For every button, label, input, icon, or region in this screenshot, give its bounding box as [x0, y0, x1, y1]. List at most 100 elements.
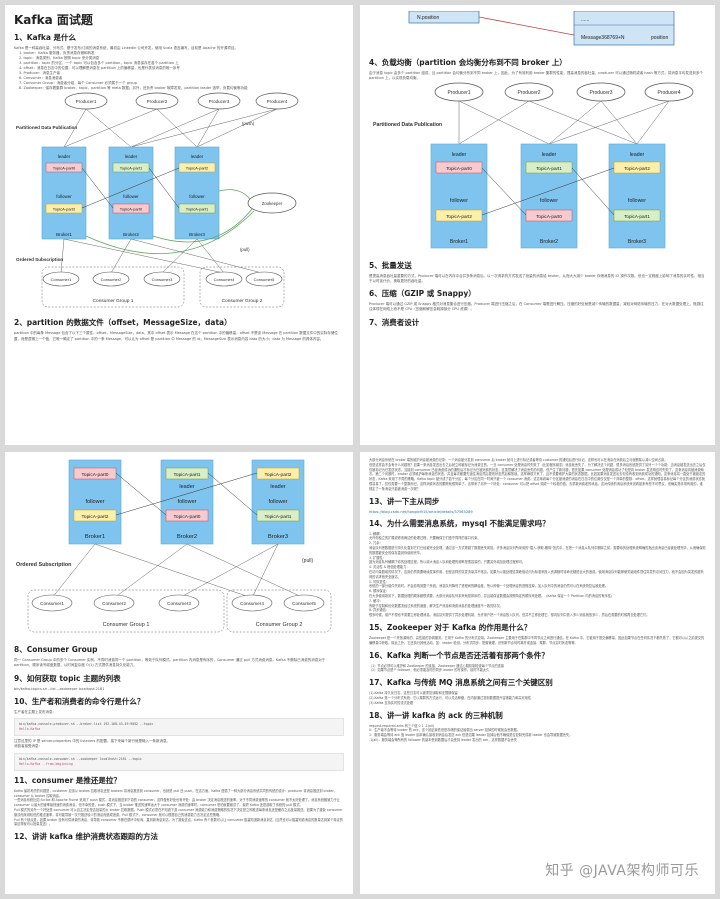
section-13-link[interactable]: https://blog.csdn.net/honglei915/article…: [369, 509, 473, 514]
svg-text:Consumer Group 2: Consumer Group 2: [256, 622, 303, 628]
list-item: 系统的一部分组件失效时，不会影响到整个系统。消息队列降低了进程间的耦合度，所以即…: [369, 584, 609, 589]
broker-2: leader TopicA-part1 follower TopicA-part…: [108, 146, 154, 240]
list-item: (3).Kafka 支持实时的流式处理: [369, 700, 414, 705]
list-item: 消息队列把数据进行持久化直到它们已经被完全处理，通过这一方式规避了数据丢失风险。…: [369, 545, 706, 555]
svg-text:TopicA-part0: TopicA-part0: [120, 207, 143, 212]
svg-text:follower: follower: [189, 194, 205, 199]
svg-text:follower: follower: [450, 198, 468, 204]
section-heading-18: 18、讲一讲 kafka 的 ack 的三种机制: [369, 710, 503, 720]
svg-text:TopicA-part0: TopicA-part0: [174, 514, 201, 520]
replication-arrows: [81, 168, 180, 209]
svg-text:leader: leader: [191, 154, 204, 159]
list-item: 在访问量剧增的情况下，应用仍然需要继续发挥作用，但是这样的突发流量并不常见。如果…: [369, 569, 704, 579]
list-item: 3. 扩展性：: [369, 555, 386, 560]
svg-text:Broker1: Broker1: [85, 534, 105, 540]
svg-text:TopicA-part2: TopicA-part2: [186, 166, 209, 171]
list-item: 在大多使用场景下，数据处理的顺序都很重要。大部分消息队列本来就是排序的，并且能保…: [369, 593, 615, 598]
ordered-label: Ordered Subscription: [16, 257, 63, 262]
svg-text:(pull): (pull): [302, 558, 313, 564]
list-item: （1）节点必须可以维护和 ZooKeeper 的连接，Zookeeper 通过心…: [369, 663, 504, 668]
list-item: 8. 异步通信：: [369, 608, 389, 613]
svg-text:TopicA-part1: TopicA-part1: [265, 514, 292, 520]
svg-text:Ordered Subscription: Ordered Subscription: [16, 562, 71, 568]
consumer-node: [92, 271, 130, 287]
group-label: Consumer Group 1: [93, 298, 134, 304]
list-item: 允许你独立的扩展或修改两边的处理过程，只要确保它们遵守同样的接口约束。: [369, 536, 481, 541]
list-item: 1. 解耦：: [369, 531, 383, 536]
section-1-intro: Kafka 是一种高吞吐量、分布式、基于发布/订阅的消息系统，最初由 Linke…: [14, 46, 238, 50]
consumer-node: [42, 271, 80, 287]
list-item: 0：生产者不会等待 broker 的 ack，这个延迟最低但是存储的保证最弱当 …: [369, 728, 520, 733]
list-item: 1：服务端会等待 ack 值 leader 副本确认接收到消息后发送 ack 但…: [369, 733, 573, 738]
svg-text:follower: follower: [86, 499, 105, 505]
list-item: 6. 顺序保证：: [369, 589, 389, 594]
list-item: 5. Producer：消息生产者: [19, 71, 60, 76]
svg-text:position: position: [651, 35, 668, 41]
section-heading-15: 15、Zookeeper 对于 Kafka 的作用是什么？: [369, 622, 532, 632]
producer-arrows: [63, 109, 278, 148]
svg-text:Broker3: Broker3: [189, 232, 205, 237]
list-item: (2).Kafka 是一个分布式系统：它以集群的方式运行，可以灵活伸缩，在内部通…: [369, 695, 532, 700]
push-label: (push): [242, 121, 255, 126]
svg-text:leader: leader: [542, 152, 557, 158]
pull-label: (pull): [240, 247, 250, 252]
section-9-command: bin/kafka-topics.sh --list --zookeeper l…: [14, 686, 105, 691]
list-item: 8. Zookeeper：保存着集群 broker、topic、partitio…: [19, 86, 248, 91]
section-10-intro: 生产者在主题上发布消息：: [14, 709, 56, 714]
section-heading-14: 14、为什么需要消息系统，mysql 不能满足需求吗？: [369, 518, 550, 528]
code-block-consumer: bin/kafka-console-consumer.sh --zookeepe…: [14, 752, 344, 771]
svg-text:TopicA-part1: TopicA-part1: [174, 472, 201, 478]
svg-text:follower: follower: [178, 499, 197, 505]
consumer-design-diagram: TopicA-part0 follower TopicA-part2 Broke…: [16, 459, 332, 633]
svg-text:TopicA-part0: TopicA-part0: [536, 214, 562, 219]
list-item: 1. broker：Kafka 服务器，负责消息存储和转发: [19, 51, 95, 56]
list-item: （2）如果节点是个 follower，他必须能及时的同步 leader 的写操作…: [369, 668, 490, 673]
svg-text:Broker3: Broker3: [268, 534, 288, 540]
zookeeper-connections: [85, 189, 255, 255]
svg-text:leader: leader: [452, 152, 467, 158]
section-18-text: request.required.acks 有三个值 0 1 -1(all): [369, 723, 434, 728]
consumer-node: [143, 271, 181, 287]
section-10-note: 注意这里的 IP 是 server.properties 中的 listener…: [14, 739, 170, 744]
svg-text:TopicA-part0: TopicA-part0: [53, 166, 76, 171]
svg-text:TopicA-part0: TopicA-part0: [82, 472, 109, 478]
svg-text:TopicA-part1: TopicA-part1: [536, 166, 562, 171]
watermark: 知乎 @JAVA架构师可乐: [545, 863, 699, 879]
section-11-text: Kafka 最初考虑的问题是，customer 应该从 brokes 拉取消息还…: [14, 788, 337, 798]
partitioned-label: Partitioned Data Publication: [16, 125, 77, 130]
svg-text:follower: follower: [56, 194, 72, 199]
svg-text:Producer3: Producer3: [589, 90, 612, 96]
code-block-producer: bin/kafka-console-producer.sh --broker-l…: [14, 718, 344, 737]
section-heading-17: 17、Kafka 与传统 MQ 消息系统之间有三个关键区别: [369, 678, 553, 688]
svg-text:Partitioned Data Publication: Partitioned Data Publication: [373, 122, 442, 128]
section-heading-6: 6、压缩（GZIP 或 Snappy）: [369, 289, 476, 299]
section-heading-16: 16、Kafka 判断一个节点是否还活着有那两个条件？: [369, 650, 549, 660]
consumer-label: Consumer4: [214, 277, 235, 282]
svg-text:TopicA-part0: TopicA-part0: [446, 166, 472, 171]
list-item: 3. partition：topic 的分区，一个 topic 可以包含多个 p…: [19, 61, 179, 66]
section-15-text: Zookeeper 是一个开放源码的、高性能的协调服务，它用于 Kafka 的分…: [369, 635, 705, 645]
section-6-text: Producer 端可以通过 GZIP 或 Snappy 格式对消息集合进行压缩…: [369, 302, 704, 312]
svg-text:Consumer4: Consumer4: [240, 601, 264, 606]
svg-text:Producer4: Producer4: [657, 90, 680, 96]
list-item: 因为消息队列解耦了你的处理过程，所以增大消息入队和处理的频率是很容易的，只要另外…: [369, 560, 526, 565]
consumer-label: Consumer1: [51, 277, 72, 282]
svg-text:follower: follower: [628, 198, 646, 204]
list-item: 4. 灵活性 & 峰值处理能力：: [369, 565, 410, 570]
document-page-2: N.position ...... Message368769+N positi…: [360, 5, 715, 445]
consumer-label: Consumer5: [254, 277, 275, 282]
svg-text:TopicA-part2: TopicA-part2: [265, 472, 292, 478]
document-page-3: TopicA-part0 follower TopicA-part2 Broke…: [5, 452, 353, 894]
section-heading-10: 10、生产者和消费者的命令行是什么？: [14, 696, 145, 706]
section-heading-2: 2、partition 的数据文件（offset，MessageSize，dat…: [14, 318, 232, 328]
svg-text:TopicA-part2: TopicA-part2: [53, 207, 76, 212]
section-11-text4: Pull 有个缺点是，如果 broker 没有可供消费的消息，将导致 consu…: [14, 817, 343, 827]
svg-text:Consumer2: Consumer2: [102, 601, 126, 606]
svg-text:follower: follower: [123, 194, 139, 199]
list-item: 5. 可恢复性：: [369, 579, 389, 584]
section-heading-12: 12、讲讲 kafka 维护消费状态跟踪的方法: [14, 832, 159, 842]
zookeeper-node: [247, 192, 297, 214]
consumer-group-2: [199, 267, 285, 308]
section-heading-1: 1、Kafka 是什么: [14, 33, 77, 42]
svg-text:Broker2: Broker2: [177, 534, 197, 540]
